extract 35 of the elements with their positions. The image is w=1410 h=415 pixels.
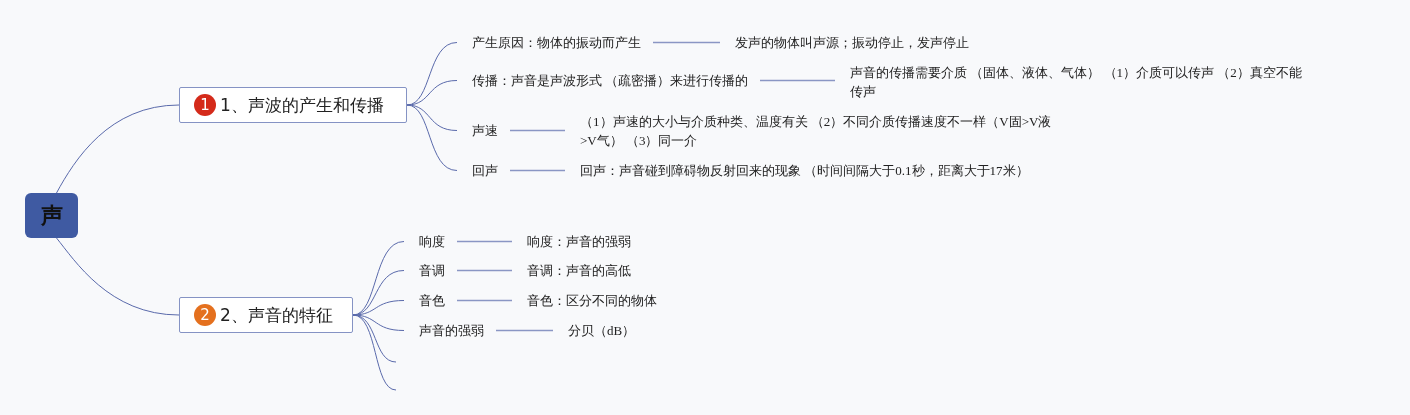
topic-text: （1）声速的大小与介质种类、温度有关 （2）不同介质传播速度不一样（V固>V液>V气） （3）同一介 (565, 112, 1065, 150)
branch-line (56, 237, 180, 316)
root-box: 声 (25, 193, 78, 238)
branch-line (759, 79, 836, 82)
topic-box (179, 87, 407, 123)
number-badge: 1 (194, 94, 216, 116)
branch-line (456, 269, 513, 272)
branch-line (495, 329, 554, 332)
branch-line (406, 104, 458, 131)
topic-text: 分贝（dB） (553, 321, 648, 340)
topic-text: 传播：声音是声波形式 （疏密播）来进行传播的 (457, 71, 761, 90)
topic-title: 1、声波的产生和传播 (220, 93, 384, 117)
topic-text: 声音的强弱 (404, 321, 496, 340)
topic-text: 声音的传播需要介质 （固体、液体、气体） （1）介质可以传声 （2）真空不能传声 (835, 63, 1317, 101)
branch-line (406, 104, 458, 171)
topic-text: 响度 (404, 232, 457, 251)
topic-text: 音色：区分不同的物体 (512, 291, 669, 310)
branch-line (509, 129, 566, 132)
topic-text: 回声：声音碰到障碍物反射回来的现象 （时间间隔大于0.1秒，距离大于17米） (565, 161, 1041, 180)
branch-line (652, 41, 721, 44)
topic-box (179, 297, 353, 333)
branch-line (456, 240, 513, 243)
topic-text: 音色 (404, 291, 457, 310)
topic-text: 发声的物体叫声源；振动停止，发声停止 (720, 33, 981, 52)
branch-line (456, 299, 513, 302)
topic-title: 2、声音的特征 (220, 303, 333, 327)
number-badge: 2 (194, 304, 216, 326)
topic-text: 音调：声音的高低 (512, 261, 643, 280)
topic-text: 音调 (404, 261, 457, 280)
branch-line (509, 169, 566, 172)
topic-text: 声速 (457, 121, 510, 140)
branch-line (56, 104, 180, 194)
topic-text: 回声 (457, 161, 510, 180)
topic-text: 响度：声音的强弱 (512, 232, 643, 251)
topic-text: 产生原因：物体的振动而产生 (457, 33, 653, 52)
